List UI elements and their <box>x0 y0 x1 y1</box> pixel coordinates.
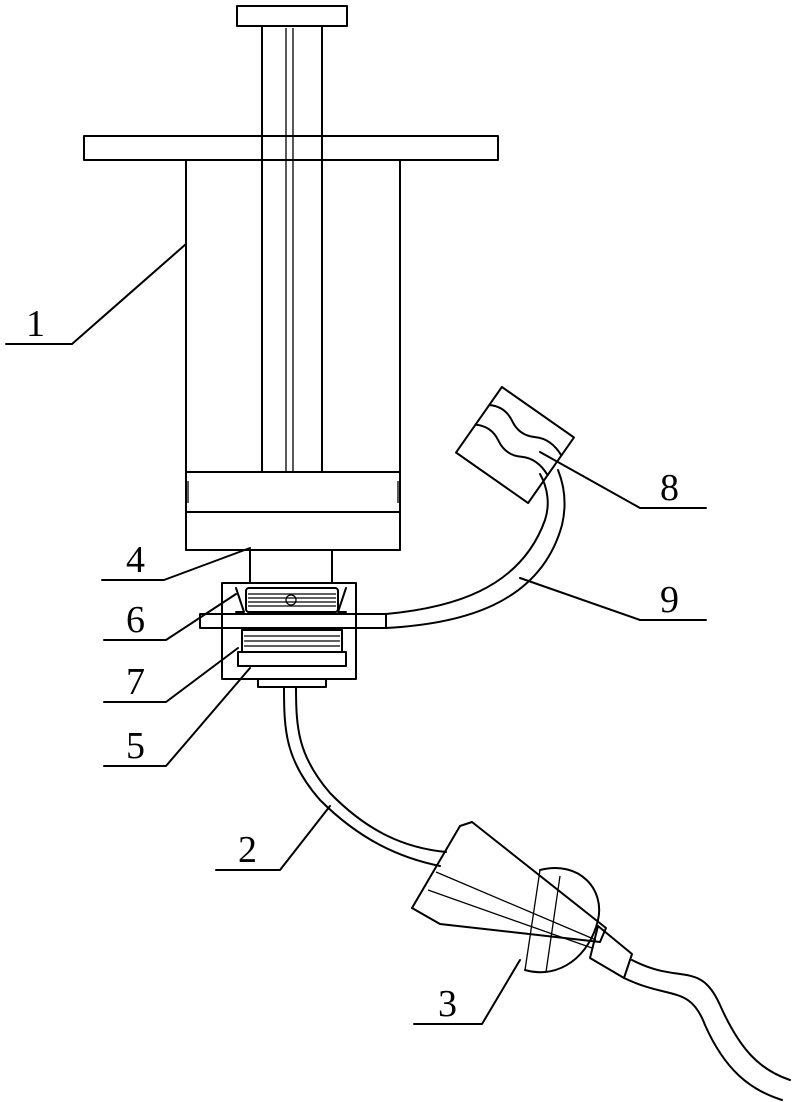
label-7: 7 <box>126 661 145 703</box>
connector-housing <box>199 582 387 688</box>
syringe-barrel <box>83 135 499 551</box>
outlet-cap <box>257 678 327 688</box>
label-1: 1 <box>26 303 45 345</box>
label-2: 2 <box>238 829 257 871</box>
side-plate <box>199 613 387 629</box>
label-5: 5 <box>126 725 145 767</box>
valve-ball <box>285 594 297 606</box>
finger-flange <box>83 135 499 161</box>
plunger-thumb-cap <box>236 5 348 27</box>
label-4: 4 <box>126 539 145 581</box>
label-9: 9 <box>660 579 679 621</box>
leader-lines <box>5 243 707 1025</box>
label-3: 3 <box>438 983 457 1025</box>
syringe-nozzle <box>249 549 333 584</box>
label-6: 6 <box>126 599 145 641</box>
plunger <box>236 5 348 473</box>
seal-ring <box>237 651 347 667</box>
lower-tube <box>283 686 447 867</box>
side-tube <box>385 469 566 629</box>
luer-connector <box>411 821 633 979</box>
label-8: 8 <box>660 467 679 509</box>
outlet-line <box>623 959 791 1101</box>
tube-cap <box>455 385 575 505</box>
